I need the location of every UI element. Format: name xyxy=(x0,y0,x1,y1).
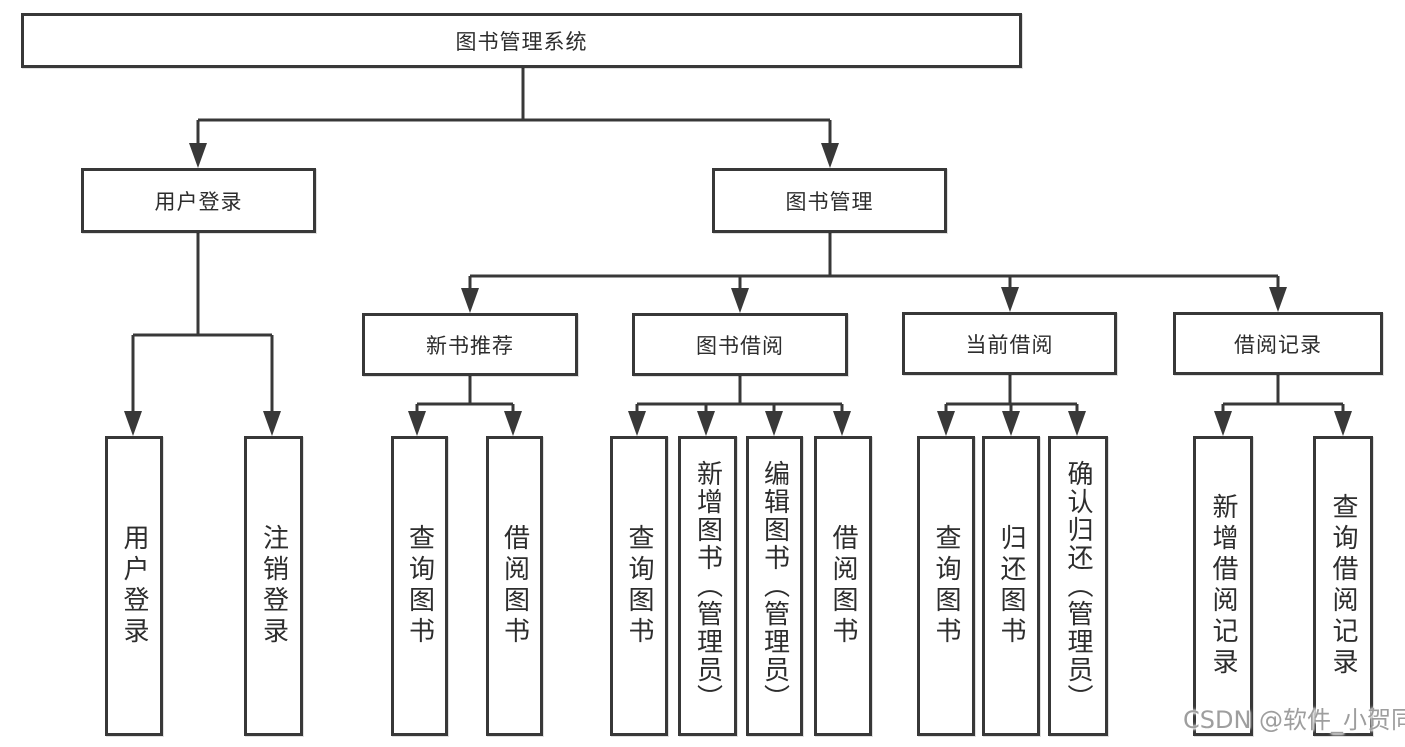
node-label: 借阅图书 xyxy=(499,524,530,648)
node-label: 借阅记录 xyxy=(1234,332,1322,357)
arrow-icon xyxy=(1002,411,1020,436)
node-label: 借阅图书 xyxy=(828,524,858,648)
edge-borrowrecords-split xyxy=(1221,375,1345,418)
node-label: 当前借阅 xyxy=(965,332,1054,357)
edge-currentborrow-split xyxy=(944,375,1079,418)
arrow-icon xyxy=(124,411,142,436)
arrow-icon xyxy=(697,411,715,436)
arrow-icon xyxy=(1001,287,1019,312)
arrow-icon xyxy=(504,411,522,436)
node-label: 查询图书 xyxy=(404,524,435,648)
node-label: 编辑图书（管理员） xyxy=(759,460,790,712)
edge-bookborrow-split xyxy=(635,376,844,418)
leaf-logout: 注销登录 xyxy=(244,436,303,736)
arrow-icon xyxy=(461,288,479,313)
node-label: 图书管理 xyxy=(785,189,874,214)
node-book-management: 图书管理 xyxy=(712,168,947,233)
node-label: 新书推荐 xyxy=(426,333,514,358)
arrow-icon xyxy=(833,411,851,436)
arrow-icon xyxy=(765,411,783,436)
edge-newbooks-split xyxy=(415,376,515,418)
leaf-query-books-2: 查询图书 xyxy=(610,436,668,736)
csdn-watermark: CSDN @软件_小贺同学 xyxy=(1183,706,1405,734)
node-label: 图书管理系统 xyxy=(455,29,588,54)
node-label: 确认归还（管理员） xyxy=(1063,460,1093,712)
edge-userlogin-split xyxy=(131,233,274,418)
leaf-query-books-3: 查询图书 xyxy=(917,436,975,736)
node-label: 查询借阅记录 xyxy=(1328,493,1358,679)
edge-bookmgmt-split xyxy=(468,233,1280,295)
edge-root-split xyxy=(196,68,832,150)
arrow-icon xyxy=(731,288,749,313)
leaf-user-login: 用户登录 xyxy=(105,436,163,736)
node-book-borrow: 图书借阅 xyxy=(632,313,848,376)
node-root-system: 图书管理系统 xyxy=(21,13,1022,68)
node-new-book-recommend: 新书推荐 xyxy=(362,313,578,376)
arrow-icon xyxy=(628,411,646,436)
node-label: 新增图书（管理员） xyxy=(692,460,723,712)
node-label: 查询图书 xyxy=(624,524,654,648)
leaf-add-borrow-record: 新增借阅记录 xyxy=(1193,436,1253,736)
arrow-icon xyxy=(189,143,207,168)
arrow-icon xyxy=(1068,411,1086,436)
node-borrow-records: 借阅记录 xyxy=(1173,312,1383,375)
arrow-icon xyxy=(937,411,955,436)
leaf-edit-books-admin: 编辑图书（管理员） xyxy=(746,436,803,736)
leaf-borrow-books-2: 借阅图书 xyxy=(814,436,872,736)
leaf-borrow-books-1: 借阅图书 xyxy=(486,436,543,736)
leaf-add-books-admin: 新增图书（管理员） xyxy=(678,436,737,736)
arrow-icon xyxy=(1269,287,1287,312)
arrow-icon xyxy=(821,143,839,168)
leaf-return-books: 归还图书 xyxy=(982,436,1040,736)
node-label: 归还图书 xyxy=(996,524,1026,648)
node-label: 图书借阅 xyxy=(696,333,784,358)
arrow-icon xyxy=(1214,411,1232,436)
leaf-query-books-1: 查询图书 xyxy=(391,436,448,736)
node-user-login: 用户登录 xyxy=(81,168,316,233)
arrow-icon xyxy=(263,411,281,436)
node-label: 新增借阅记录 xyxy=(1208,493,1238,679)
node-label: 注销登录 xyxy=(258,524,289,648)
arrow-icon xyxy=(1334,411,1352,436)
leaf-confirm-return-admin: 确认归还（管理员） xyxy=(1048,436,1108,736)
arrow-icon xyxy=(408,411,426,436)
node-label: 查询图书 xyxy=(931,524,961,648)
node-label: 用户登录 xyxy=(154,189,243,214)
node-current-borrow: 当前借阅 xyxy=(902,312,1117,375)
node-label: 用户登录 xyxy=(119,524,149,648)
leaf-query-borrow-record: 查询借阅记录 xyxy=(1313,436,1373,736)
